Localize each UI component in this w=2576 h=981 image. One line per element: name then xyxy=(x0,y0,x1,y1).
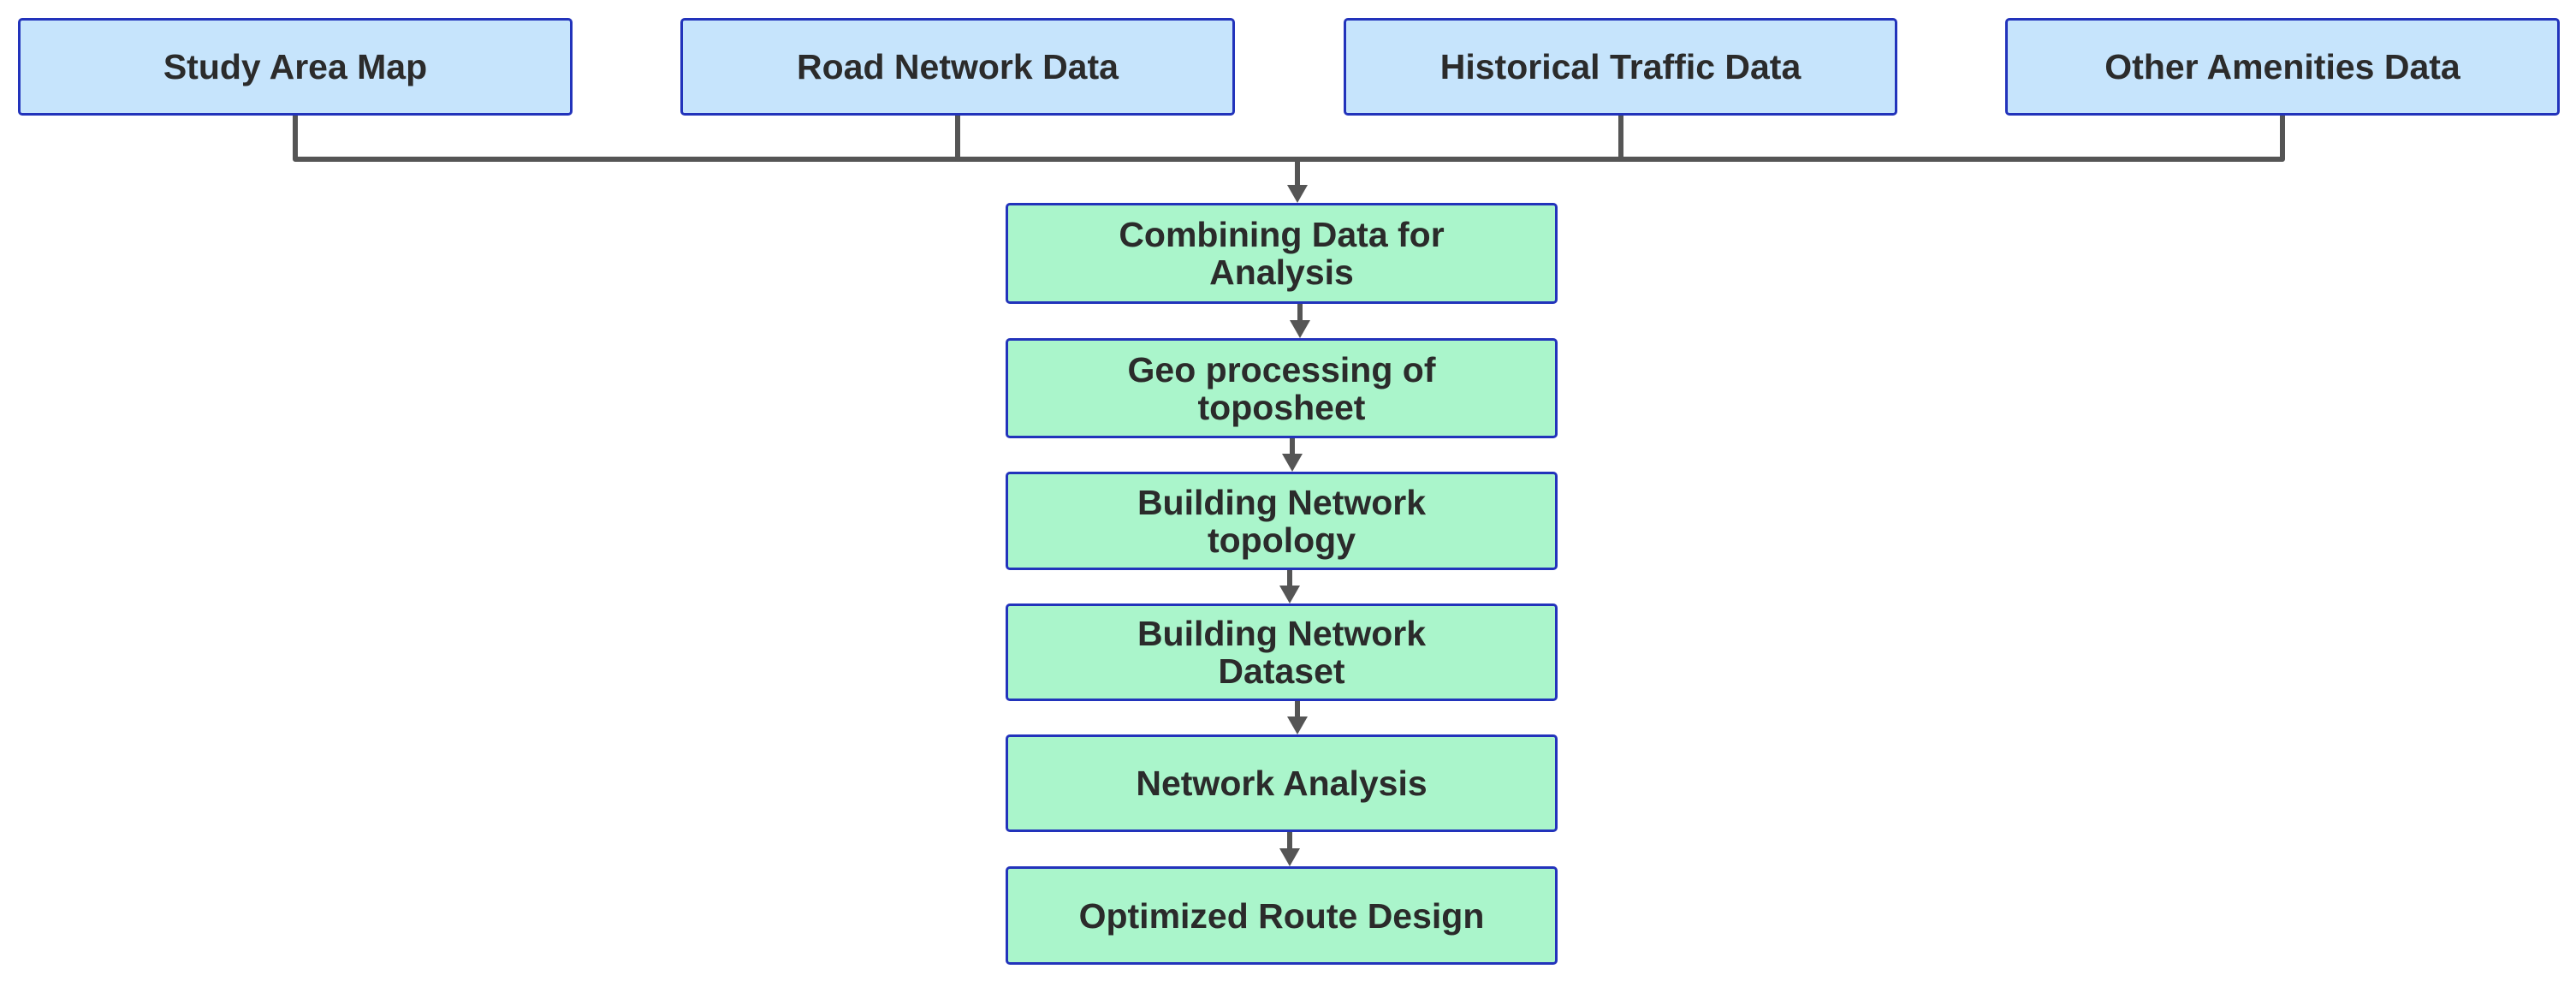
node-road-network-data: Road Network Data xyxy=(680,18,1235,116)
arrowhead-step-5 xyxy=(1287,716,1308,734)
arrowhead-step-2 xyxy=(1290,320,1310,338)
node-study-area-map: Study Area Map xyxy=(18,18,573,116)
arrowhead-step-6 xyxy=(1279,848,1300,866)
node-network-topology: Building Network topology xyxy=(1006,472,1558,570)
arrowhead-into-combining xyxy=(1287,185,1308,203)
node-historical-traffic-data: Historical Traffic Data xyxy=(1344,18,1897,116)
connector-other-amenities-data xyxy=(1618,113,2285,162)
node-network-dataset: Building Network Dataset xyxy=(1006,603,1558,701)
node-optimized-route-design: Optimized Route Design xyxy=(1006,866,1558,965)
connector-historical-traffic-data xyxy=(1295,113,1623,162)
connector-study-area-map xyxy=(293,113,1300,162)
node-geo-processing: Geo processing of toposheet xyxy=(1006,338,1558,438)
arrowhead-step-3 xyxy=(1282,454,1303,472)
node-network-analysis: Network Analysis xyxy=(1006,734,1558,832)
node-other-amenities-data: Other Amenities Data xyxy=(2005,18,2560,116)
arrowhead-step-4 xyxy=(1279,586,1300,603)
node-combining-data: Combining Data for Analysis xyxy=(1006,203,1558,304)
